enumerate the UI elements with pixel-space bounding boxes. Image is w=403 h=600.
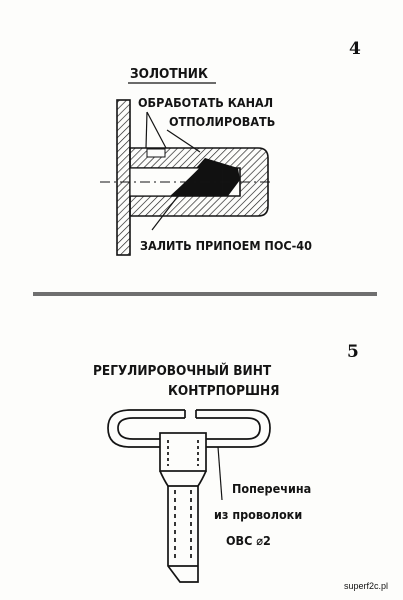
figure-5-note-line3: ОВС ⌀2 — [226, 533, 271, 548]
watermark: superf2c.pl — [344, 581, 388, 591]
figure-5-note-line2: из проволоки — [214, 507, 302, 522]
figure-4-fill-note: ЗАЛИТЬ ПРИПОЕМ ПОС-40 — [140, 195, 312, 253]
figure-4-note: ОБРАБОТАТЬ КАНАЛ ОТПОЛИРОВАТЬ — [138, 95, 275, 153]
section-divider — [33, 292, 377, 296]
figure-4-note-line1: ОБРАБОТАТЬ КАНАЛ — [138, 95, 273, 110]
spool-valve-section — [100, 99, 270, 256]
svg-text:ЗОЛОТНИК: ЗОЛОТНИК — [130, 66, 208, 82]
adjusting-screw — [107, 409, 271, 583]
figure-5-note-line1: Поперечина — [232, 481, 311, 496]
figure-4-note-line2: ОТПОЛИРОВАТЬ — [169, 114, 275, 129]
figure-5-note: Поперечина из проволоки ОВС ⌀2 — [214, 481, 311, 548]
svg-text:ЗАЛИТЬ ПРИПОЕМ ПОС-40: ЗАЛИТЬ ПРИПОЕМ ПОС-40 — [140, 238, 312, 253]
figure-4-number: 4 — [349, 39, 361, 59]
figure-5-number: 5 — [347, 342, 359, 362]
figure-5-title: РЕГУЛИРОВОЧНЫЙ ВИНТ КОНТРПОРШНЯ — [93, 362, 280, 399]
figure-5-title-line2: КОНТРПОРШНЯ — [168, 383, 280, 399]
figure-4-title: ЗОЛОТНИК — [128, 66, 216, 84]
figure-5-title-line1: РЕГУЛИРОВОЧНЫЙ ВИНТ — [93, 362, 272, 379]
